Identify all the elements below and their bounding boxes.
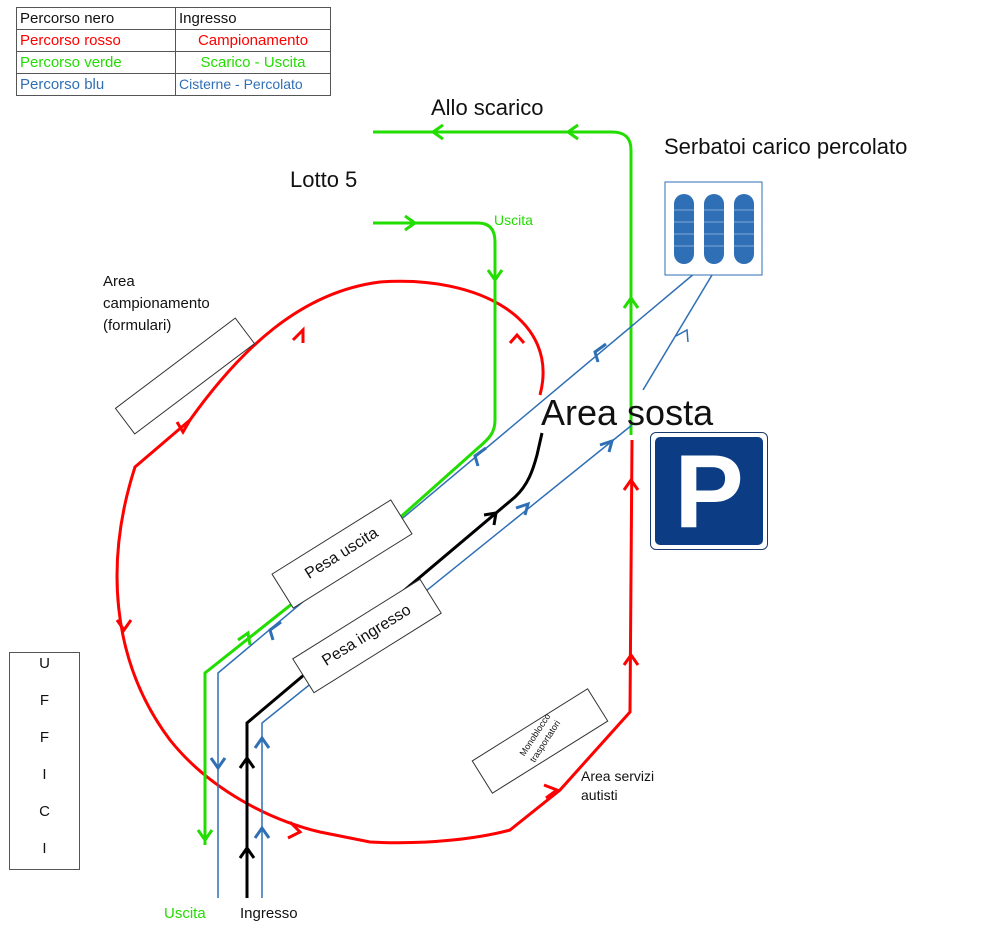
green-route-scarico (373, 130, 633, 435)
label-serbatoi: Serbatoi carico percolato (664, 134, 908, 159)
legend-path: Percorso blu (16, 73, 176, 96)
legend-path: Percorso rosso (16, 29, 176, 52)
legend-row: Percorso nero Ingresso (16, 7, 331, 30)
red-arrow-3 (175, 419, 192, 435)
pesa-uscita-box (271, 499, 413, 609)
blue-arrow-4 (209, 757, 227, 771)
blue-arrow-3 (268, 620, 282, 641)
label-area-campionamento: Area campionamento (formulari) (103, 271, 210, 337)
blue-route-out (217, 272, 696, 898)
green-arrow-6 (237, 630, 252, 646)
uffici-box: U F F I C I (9, 652, 80, 870)
label-lotto: Lotto 5 (290, 167, 358, 192)
legend-use: Ingresso (175, 7, 331, 30)
label-ingresso-bottom: Ingresso (240, 905, 298, 922)
red-arrow-5 (287, 820, 303, 840)
red-arrow-7 (622, 652, 640, 666)
legend-row: Percorso blu Cisterne - Percolato (16, 73, 331, 96)
green-arrow-4 (404, 214, 418, 232)
area-campionamento-box (114, 317, 256, 435)
green-arrow-7 (196, 829, 214, 843)
monoblocco-box (471, 688, 609, 794)
black-arrow-3 (483, 511, 498, 526)
uffici-letter: I (42, 840, 47, 857)
label-allo-scarico: Allo scarico (431, 95, 544, 120)
red-arrow-2 (291, 326, 305, 343)
red-arrow-4 (115, 619, 133, 633)
storage-tanks-icon (664, 181, 763, 276)
green-arrow-3 (430, 123, 444, 141)
red-arrow-6 (543, 783, 561, 800)
blue-arrow-5 (253, 735, 271, 749)
label-line: (formulari) (103, 317, 172, 334)
blue-arrow-1 (593, 342, 607, 363)
legend-row: Percorso verde Scarico - Uscita (16, 51, 331, 74)
label-line: autisti (581, 787, 618, 803)
blue-arrow-2 (473, 446, 487, 467)
green-arrow-5 (486, 269, 504, 283)
blue-route-in (261, 424, 633, 898)
blue-arrow-6 (253, 825, 271, 839)
uffici-letter: F (39, 729, 50, 746)
green-route-uscita (203, 221, 497, 845)
black-route-ingresso (245, 432, 544, 898)
red-arrow-8 (622, 477, 640, 491)
label-area-servizi: Area servizi autisti (581, 767, 654, 805)
parking-sign-icon: P (650, 432, 768, 550)
label-line: campionamento (103, 295, 210, 312)
label-uscita-top: Uscita (494, 212, 533, 228)
blue-arrow-9 (675, 328, 689, 343)
uffici-letter: F (39, 692, 50, 709)
parking-letter: P (655, 437, 763, 547)
label-line: Area servizi (581, 768, 655, 784)
black-arrow-2 (238, 755, 256, 769)
legend-path: Percorso verde (16, 51, 176, 74)
blue-arrow-8 (599, 438, 615, 453)
green-arrow-1 (622, 295, 640, 309)
label-area-sosta: Area sosta (541, 392, 714, 433)
legend-use: Scarico - Uscita (175, 51, 331, 74)
black-arrow-1 (238, 845, 256, 859)
green-arrow-2 (565, 123, 579, 141)
label-line: Area (103, 273, 135, 290)
uffici-letter: U (39, 655, 50, 672)
legend-path: Percorso nero (16, 7, 176, 30)
blue-route-tank (642, 274, 713, 391)
label-uscita-bottom: Uscita (164, 905, 206, 922)
pesa-ingresso-box (292, 578, 442, 694)
legend-use: Cisterne - Percolato (175, 73, 331, 96)
legend-table: Percorso nero Ingresso Percorso rosso Ca… (16, 7, 331, 96)
blue-arrow-7 (515, 501, 531, 516)
legend-use: Campionamento (175, 29, 331, 52)
uffici-letter: C (39, 803, 50, 820)
legend-row: Percorso rosso Campionamento (16, 29, 331, 52)
red-arrow-1 (508, 332, 526, 344)
red-route-loop (115, 279, 634, 845)
uffici-letter: I (42, 766, 47, 783)
